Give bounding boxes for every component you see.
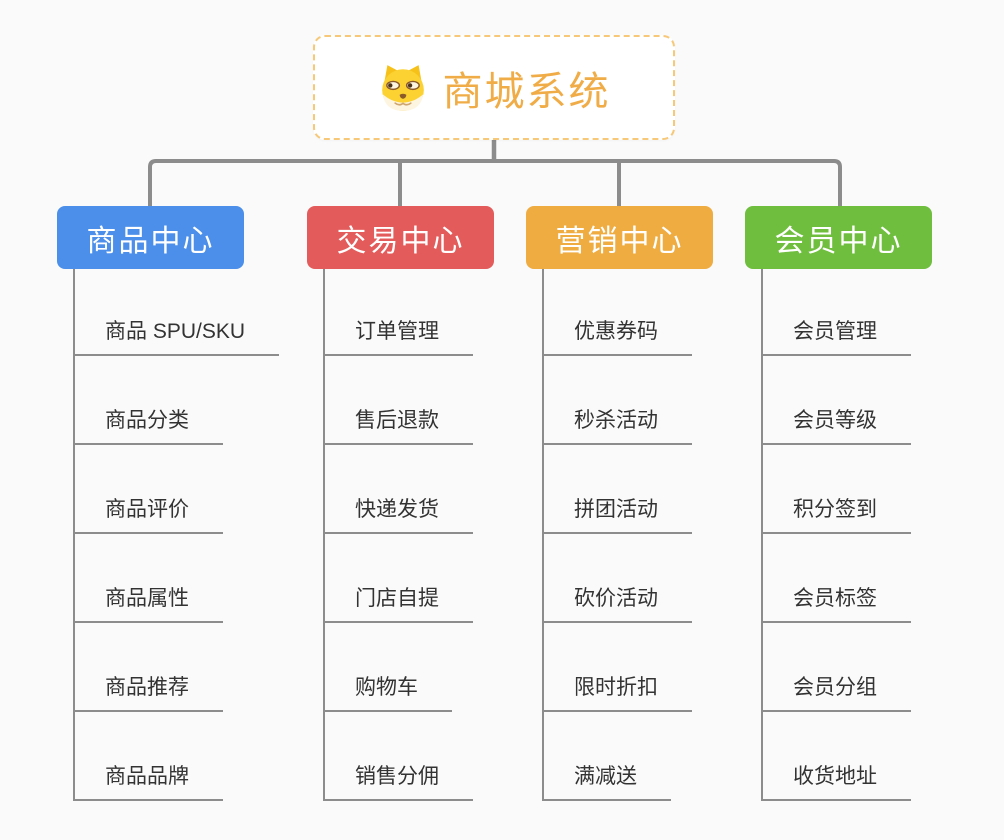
branch-spine-trade: [323, 269, 325, 801]
tree-item[interactable]: 销售分佣: [323, 763, 473, 801]
tree-item[interactable]: 会员标签: [761, 585, 911, 623]
tree-item[interactable]: 商品 SPU/SKU: [73, 318, 280, 356]
tree-item[interactable]: 商品属性: [73, 585, 223, 623]
branch-spine-product: [73, 269, 75, 801]
tree-item[interactable]: 限时折扣: [542, 674, 692, 712]
tree-item[interactable]: 商品推荐: [73, 674, 223, 712]
tree-item[interactable]: 会员等级: [761, 407, 911, 445]
tree-item[interactable]: 商品评价: [73, 496, 223, 534]
tree-item[interactable]: 满减送: [542, 763, 671, 801]
tree-item[interactable]: 门店自提: [323, 585, 473, 623]
tree-item[interactable]: 会员分组: [761, 674, 911, 712]
tree-item[interactable]: 订单管理: [323, 318, 473, 356]
tree-item[interactable]: 收货地址: [761, 763, 911, 801]
branch-member-center[interactable]: 会员中心: [745, 206, 932, 269]
tree-item[interactable]: 优惠券码: [542, 318, 692, 356]
tree-item[interactable]: 秒杀活动: [542, 407, 692, 445]
root-title: 商城系统: [442, 69, 611, 114]
tree-item[interactable]: 商品品牌: [73, 763, 223, 801]
tree-item[interactable]: 售后退款: [323, 407, 473, 445]
tree-item[interactable]: 商品分类: [73, 407, 223, 445]
tree-item[interactable]: 会员管理: [761, 318, 911, 356]
branch-trade-center[interactable]: 交易中心: [307, 206, 494, 269]
tree-item[interactable]: 快递发货: [323, 496, 473, 534]
tree-item[interactable]: 购物车: [323, 674, 452, 712]
branch-label: 会员中心: [774, 224, 903, 258]
branch-label: 营销中心: [555, 224, 684, 258]
branch-label: 商品中心: [86, 224, 215, 258]
branch-spine-marketing: [542, 269, 544, 801]
branch-label: 交易中心: [336, 224, 465, 258]
tree-item[interactable]: 积分签到: [761, 496, 911, 534]
doge-icon: [381, 64, 424, 111]
branch-product-center[interactable]: 商品中心: [57, 206, 244, 269]
root-node[interactable]: 商城系统: [313, 35, 675, 140]
branch-spine-member: [761, 269, 763, 801]
tree-item[interactable]: 砍价活动: [542, 585, 692, 623]
tree-item[interactable]: 拼团活动: [542, 496, 692, 534]
branch-marketing-center[interactable]: 营销中心: [526, 206, 713, 269]
